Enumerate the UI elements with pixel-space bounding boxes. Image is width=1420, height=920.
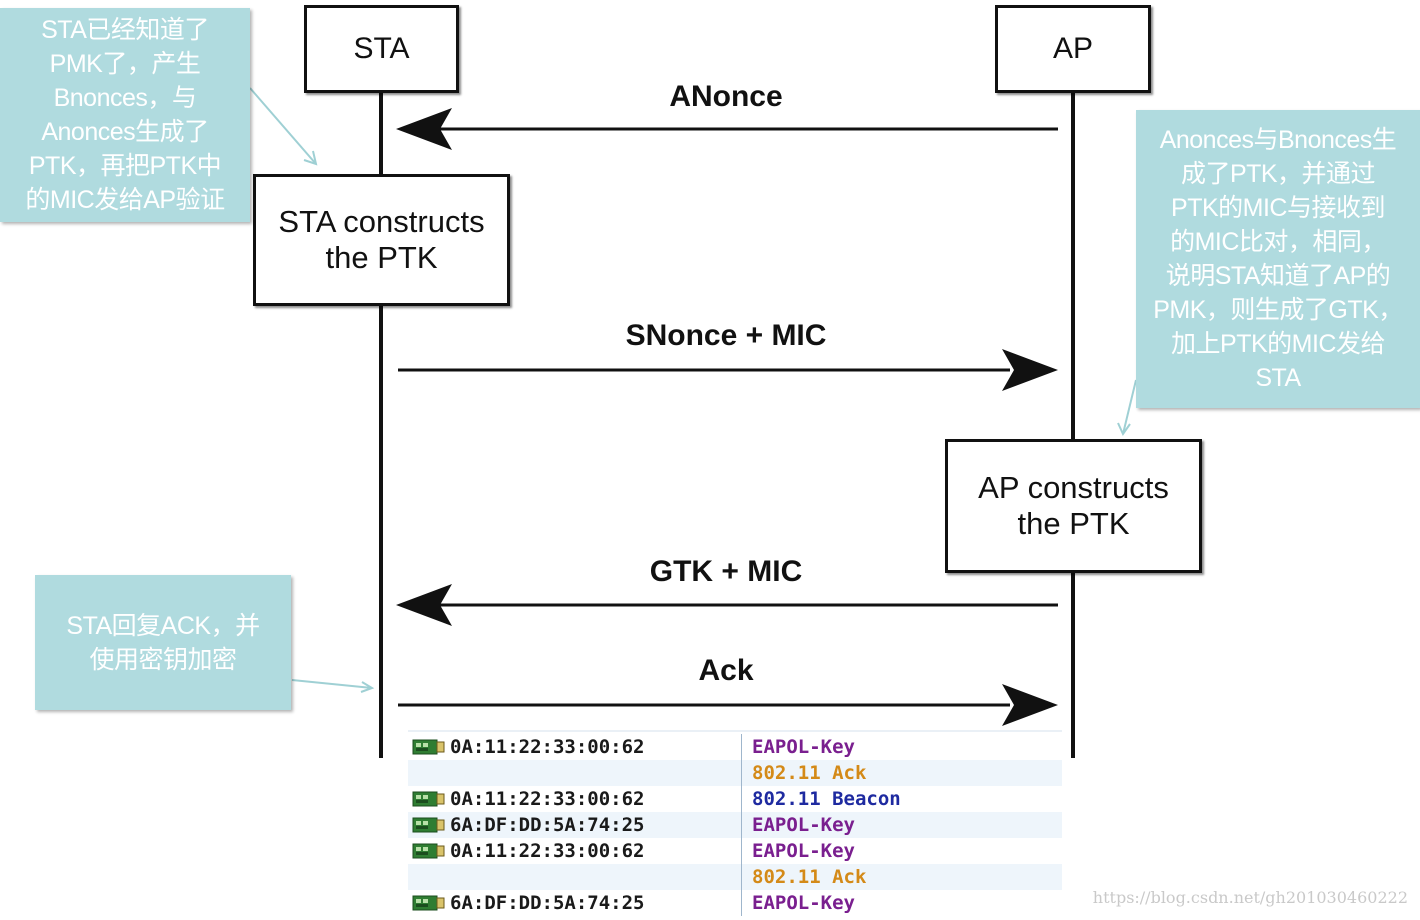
note-right-line: 成了PTK，并通过 [1180, 160, 1376, 188]
capture-type-cell: 802.11 Ack [752, 866, 867, 888]
note-right-line: 说明STA知道了AP的 [1165, 262, 1391, 290]
capture-source-address: 0A:11:22:33:00:62 [450, 788, 645, 810]
snonce-mic-label: SNonce + MIC [625, 319, 827, 352]
sta-constructs-line-1: STA constructs [278, 204, 485, 239]
capture-source-cell: 0A:11:22:33:00:62 [408, 734, 742, 760]
capture-row[interactable]: 0A:11:22:33:00:62 EAPOL-Key [408, 838, 1062, 864]
sta-constructs-ptk-box: STA constructs the PTK [253, 174, 510, 306]
note-left-top-line: PTK，再把PTK中 [28, 152, 222, 180]
capture-source-cell: 6A:DF:DD:5A:74:25 [408, 812, 742, 838]
network-card-icon [412, 816, 446, 834]
capture-type-cell: EAPOL-Key [752, 736, 855, 758]
capture-source-address: 6A:DF:DD:5A:74:25 [450, 892, 645, 914]
ap-constructs-ptk-box: AP constructs the PTK [945, 439, 1202, 573]
snonce-arrow-head [1002, 349, 1058, 391]
note-connector-right [1122, 379, 1137, 435]
gtk-arrow-head [396, 584, 452, 626]
note-right-line: Anonces与Bnonces生 [1159, 126, 1397, 154]
note-left-bottom-line: STA回复ACK，并 [66, 611, 260, 640]
note-left-top: STA已经知道了 PMK了，产生 Bnonces，与 Anonces生成了 PT… [0, 8, 250, 222]
capture-source-address: 0A:11:22:33:00:62 [450, 840, 645, 862]
capture-row[interactable]: 0A:11:22:33:00:62 EAPOL-Key [408, 734, 1062, 760]
ack-label: Ack [698, 654, 754, 687]
capture-source-cell: 6A:DF:DD:5A:74:25 [408, 890, 742, 916]
participant-ap-label: AP [1052, 32, 1094, 65]
network-card-icon [412, 842, 446, 860]
note-right-line: PMK，则生成了GTK， [1153, 296, 1403, 324]
note-right-line: PTK的MIC与接收到 [1171, 194, 1385, 222]
gtk-mic-label: GTK + MIC [649, 555, 803, 588]
network-card-icon [412, 738, 446, 756]
note-connector-left-bottom-tip [360, 681, 375, 693]
participant-sta: STA [304, 5, 459, 93]
capture-type-cell: 802.11 Beacon [752, 788, 901, 810]
capture-source-cell: 0A:11:22:33:00:62 [408, 786, 742, 812]
capture-type-cell: 802.11 Ack [752, 762, 867, 784]
note-left-bottom-line: 使用密钥加密 [89, 645, 237, 674]
participant-sta-label: STA [353, 32, 410, 65]
note-connector-left-top-tip [303, 150, 318, 166]
ap-constructs-line-2: the PTK [1017, 506, 1130, 541]
anonce-label: ANonce [669, 80, 783, 113]
note-right: Anonces与Bnonces生 成了PTK，并通过 PTK的MIC与接收到 的… [1136, 110, 1420, 408]
capture-type-cell: EAPOL-Key [752, 814, 855, 836]
note-left-top-line: PMK了，产生 [49, 50, 201, 78]
capture-source-address: 0A:11:22:33:00:62 [450, 736, 645, 758]
note-left-top-line: Anonces生成了 [41, 118, 209, 146]
note-right-line: 加上PTK的MIC发给 [1171, 330, 1385, 358]
note-right-line: STA [1255, 364, 1301, 392]
ap-constructs-line-1: AP constructs [978, 470, 1169, 505]
capture-row[interactable]: 6A:DF:DD:5A:74:25 EAPOL-Key [408, 890, 1062, 916]
capture-row[interactable]: 802.11 Ack [408, 760, 1062, 786]
note-left-top-line: STA已经知道了 [41, 16, 209, 44]
note-left-top-line: 的MIC发给AP验证 [25, 186, 225, 214]
sta-constructs-line-2: the PTK [325, 240, 438, 275]
capture-source-cell: 0A:11:22:33:00:62 [408, 838, 742, 864]
participant-ap: AP [995, 5, 1151, 93]
network-card-icon [412, 894, 446, 912]
capture-source-cell [408, 864, 742, 890]
note-connector-left-top [249, 87, 317, 165]
note-left-bottom: STA回复ACK，并 使用密钥加密 [35, 575, 291, 710]
note-right-line: 的MIC比对，相同， [1170, 228, 1386, 256]
note-connector-right-tip [1117, 422, 1131, 437]
capture-row[interactable]: 6A:DF:DD:5A:74:25 EAPOL-Key [408, 812, 1062, 838]
note-connector-left-bottom [291, 679, 373, 689]
ack-arrow-head [1002, 684, 1058, 726]
capture-type-cell: EAPOL-Key [752, 892, 855, 914]
network-card-icon [412, 790, 446, 808]
watermark: https://blog.csdn.net/gh201030460222 [1092, 888, 1408, 907]
capture-row[interactable]: 802.11 Ack [408, 864, 1062, 890]
anonce-arrow-head [396, 108, 452, 150]
capture-source-address: 6A:DF:DD:5A:74:25 [450, 814, 645, 836]
capture-source-cell [408, 760, 742, 786]
capture-type-cell: EAPOL-Key [752, 840, 855, 862]
capture-row[interactable]: 0A:11:22:33:00:62 802.11 Beacon [408, 786, 1062, 812]
note-left-top-line: Bnonces，与 [53, 84, 197, 112]
